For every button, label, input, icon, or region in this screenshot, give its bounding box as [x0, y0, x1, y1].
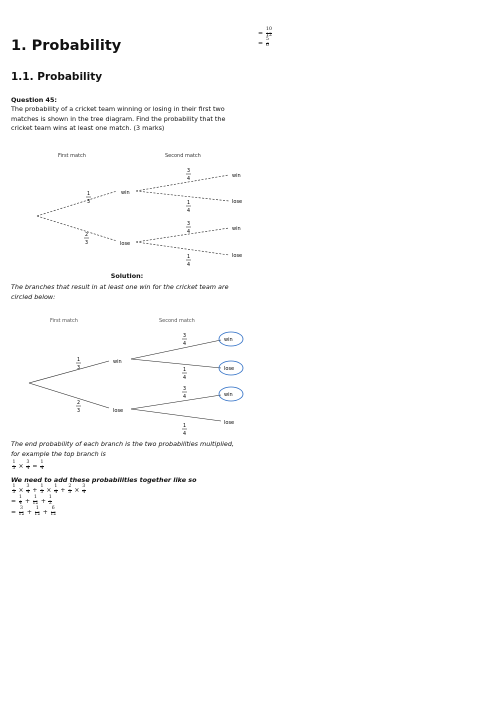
tree1-end-lose-2: lose	[232, 253, 242, 259]
tree2-end-lose-1: lose	[224, 366, 234, 372]
question-text: The probability of a cricket team winnin…	[11, 105, 226, 133]
question-label: Question 45:	[11, 96, 57, 104]
tree2-plose-num: 2	[77, 400, 80, 406]
tree1-branch-wl	[135, 190, 230, 202]
solution-text: The branches that result in at least one…	[11, 283, 229, 301]
tree1-pwin-num: 1	[87, 191, 90, 197]
tree1-end-win-2: win	[232, 226, 241, 232]
section-title: 1.1. Probability	[11, 71, 103, 83]
tree2-branch-lw	[130, 394, 222, 410]
tree2-end-win-1: win	[224, 337, 233, 343]
tree2-plose-den: 3	[77, 408, 80, 414]
tree-diagram-solution: First match Second match 1 3 2 3 win los…	[28, 318, 244, 435]
tree2-branch-ll	[130, 408, 222, 422]
tree2-col2-label: Second match	[159, 318, 195, 324]
tree2-circle-3	[218, 386, 244, 402]
tree1-b1-den: 4	[187, 176, 190, 182]
tree1-end-lose-1: lose	[232, 199, 242, 205]
tree2-b1-den: 4	[183, 341, 186, 347]
tree2-b4-den: 4	[183, 431, 186, 435]
tree-diagram-question: First match Second match 1 3 2 3 win los…	[36, 153, 242, 266]
tree1-branch-lose	[36, 215, 118, 242]
tree1-pwin-den: 3	[87, 199, 90, 205]
tree2-col1-label: First match	[50, 318, 78, 324]
tree2-b3-num: 3	[183, 386, 186, 392]
tree2-b4-num: 1	[183, 423, 186, 429]
tree2-b3-den: 4	[183, 394, 186, 400]
tree1-branch-win	[36, 190, 118, 217]
tree2-circle-1	[218, 331, 244, 347]
end-probability-text: The end probability of each branch is th…	[11, 440, 234, 458]
tree1-b3-den: 4	[187, 229, 190, 235]
tree1-plose-num: 2	[85, 232, 88, 238]
tree1-b1-num: 3	[187, 168, 190, 174]
tree1-b2-num: 1	[187, 200, 190, 206]
tree1-b4-den: 4	[187, 262, 190, 266]
tree1-b3-num: 3	[187, 221, 190, 227]
tree1-branch-ww	[135, 174, 230, 192]
tree2-node-win: win	[113, 359, 122, 365]
tree1-branch-lw	[135, 227, 230, 243]
solution-title: Solution:	[110, 272, 144, 280]
tree1-branch-ll	[135, 241, 230, 256]
tree2-branch-lose	[28, 382, 110, 409]
tree2-end-lose-2: lose	[224, 420, 234, 426]
tree2-b1-num: 3	[183, 333, 186, 339]
tree1-node-win: win	[121, 190, 130, 196]
tree2-b2-den: 4	[183, 375, 186, 381]
tree2-node-lose: lose	[113, 408, 123, 414]
tree1-col1-label: First match	[58, 153, 86, 159]
tree2-end-win-2: win	[224, 392, 233, 398]
tree1-plose-den: 3	[85, 240, 88, 246]
tree1-end-win-1: win	[232, 173, 241, 179]
tree2-circle-2	[218, 360, 244, 376]
tree1-col2-label: Second match	[165, 153, 201, 159]
tree1-b2-den: 4	[187, 208, 190, 214]
tree2-branch-wl	[130, 358, 222, 369]
tree1-node-lose: lose	[120, 241, 130, 247]
tree2-pwin-den: 3	[77, 365, 80, 371]
tree2-pwin-num: 1	[77, 357, 80, 363]
tree2-branch-win	[28, 360, 110, 384]
tree1-b4-num: 1	[187, 254, 190, 260]
page-title: 1. Probability	[11, 38, 122, 54]
tree2-b2-num: 1	[183, 367, 186, 373]
add-probabilities-text: We need to add these probabilities toget…	[11, 476, 197, 484]
tree2-branch-ww	[130, 339, 222, 360]
